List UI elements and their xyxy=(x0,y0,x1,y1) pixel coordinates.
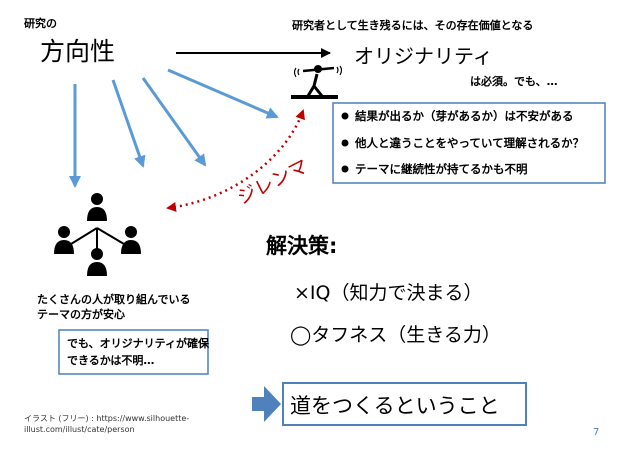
note-line2: できるかは不明… xyxy=(67,354,155,367)
bullet-3: テーマに継続性が持てるかも不明 xyxy=(355,162,528,176)
label-kenkyu: 研究の xyxy=(24,17,57,30)
right-arrow-icon xyxy=(252,386,281,422)
credit-line2: illust.com/illust/cate/person xyxy=(24,425,135,434)
note-line1: でも、オリジナリティが確保 xyxy=(67,337,210,350)
bullet-dot-icon xyxy=(341,139,349,147)
bullet-dot-icon xyxy=(341,112,349,120)
bullet-1: 結果が出るか（芽があるか）は不安がある xyxy=(355,109,574,123)
option-iq: ×IQ（知力で決まる） xyxy=(294,282,483,304)
blue-arrows xyxy=(69,68,279,188)
tightrope-walker-icon xyxy=(291,65,343,99)
bullets-box xyxy=(332,102,606,184)
solution-title: 解決策: xyxy=(266,234,338,258)
people-network-icon xyxy=(54,193,141,276)
bullet-2: 他人と違うことをやっていて理解されるか？ xyxy=(355,136,585,150)
note-box xyxy=(58,329,209,375)
title-direction: 方向性 xyxy=(40,37,116,66)
crowd-text-line2: テーマの方が安心 xyxy=(37,308,125,321)
page-number: 7 xyxy=(593,427,600,438)
dilemma-arrow xyxy=(166,109,305,212)
answer-text: 道をつくるということ xyxy=(290,394,500,418)
option-toughness: ◯タフネス（生きる力） xyxy=(290,324,501,346)
bullet-dot-icon xyxy=(341,165,349,173)
top-caption: 研究者として生き残るには、その存在価値となる xyxy=(292,19,534,32)
must-text: は必須。でも、… xyxy=(470,75,558,88)
answer-box xyxy=(282,382,527,426)
credit-line1: イラスト (フリー) : https://www.silhouette- xyxy=(24,414,190,423)
originality: オリジナリティ xyxy=(354,44,493,68)
crowd-text-line1: たくさんの人が取り組んでいる xyxy=(37,293,191,306)
